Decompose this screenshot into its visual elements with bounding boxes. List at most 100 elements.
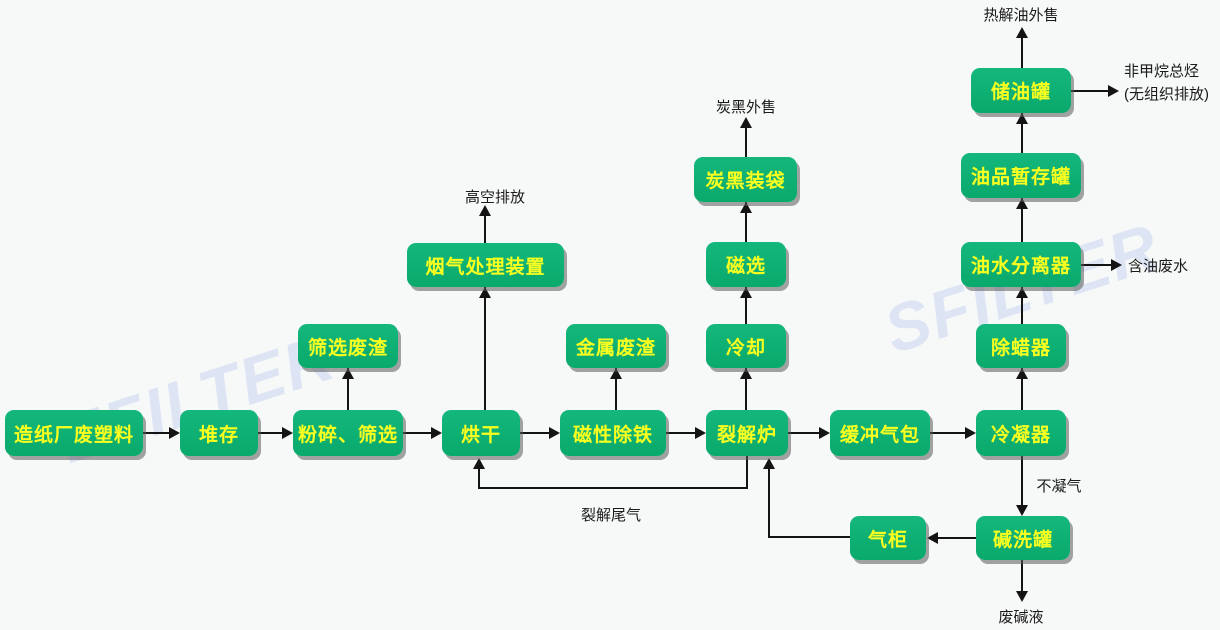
- connector-oiltank-to-oilsale: [1021, 30, 1023, 68]
- arrowhead-right-icon: [282, 427, 293, 439]
- node-drying[interactable]: 烘干: [442, 410, 520, 456]
- node-label: 碱洗罐: [992, 529, 1053, 551]
- node-gas-holder[interactable]: 气柜: [850, 516, 926, 560]
- node-pyrolysis-furnace[interactable]: 裂解炉: [706, 410, 788, 456]
- node-magnetic-deironing[interactable]: 磁性除铁: [560, 410, 666, 456]
- arrowhead-right-icon: [695, 427, 706, 439]
- connector-oilwater-to-tmptank: [1021, 198, 1023, 242]
- connector-gasholder-to-pyrolyzer-v: [768, 462, 770, 538]
- node-alkali-wash-tank[interactable]: 碱洗罐: [976, 516, 1070, 560]
- arrowhead-up-icon: [740, 202, 752, 213]
- arrowhead-up-icon: [1016, 27, 1028, 38]
- node-label: 储油罐: [990, 82, 1051, 103]
- connector-raw-to-storage: [143, 432, 169, 434]
- node-label: 气柜: [867, 529, 908, 551]
- node-label: 油品暂存罐: [970, 167, 1071, 188]
- arrowhead-up-icon: [479, 205, 491, 216]
- connector-pyrolyzer-to-buffer: [788, 432, 819, 434]
- node-carbon-black-bagging[interactable]: 炭黑装袋: [694, 157, 797, 202]
- node-buffer-gas-bag[interactable]: 缓冲气包: [830, 410, 930, 456]
- node-raw-material[interactable]: 造纸厂废塑料: [5, 410, 143, 456]
- arrowhead-right-icon: [169, 427, 180, 439]
- node-screening-slag[interactable]: 筛选废渣: [298, 324, 398, 368]
- label-nmhc-line2: (无组织排放): [1124, 86, 1209, 104]
- node-label: 磁选: [725, 256, 766, 277]
- node-label: 筛选废渣: [307, 337, 388, 359]
- node-flue-gas-treatment[interactable]: 烟气处理装置: [407, 243, 564, 287]
- arrowhead-down-icon: [1016, 591, 1028, 602]
- connector-crush-to-dry: [403, 432, 431, 434]
- label-high-altitude-emission: 高空排放: [464, 189, 525, 206]
- label-pyrolysis-tail-gas: 裂解尾气: [580, 507, 641, 524]
- node-oil-temp-tank[interactable]: 油品暂存罐: [961, 153, 1081, 198]
- connector-magsep-to-cbbag: [745, 202, 747, 242]
- node-label: 油水分离器: [970, 256, 1071, 277]
- node-magnetic-separation[interactable]: 磁选: [706, 242, 786, 287]
- arrowhead-right-icon: [1111, 259, 1122, 271]
- connector-alkaliwash-to-wastealkali: [1021, 560, 1023, 592]
- node-label: 炭黑装袋: [705, 171, 786, 192]
- connector-storage-to-crush: [258, 432, 282, 434]
- node-oil-water-separator[interactable]: 油水分离器: [961, 242, 1081, 287]
- arrowhead-right-icon: [1108, 85, 1119, 97]
- label-nmhc: 非甲烷总烃 (无组织排放): [1124, 60, 1220, 107]
- arrowhead-up-icon: [740, 287, 752, 298]
- connector-fluegas-to-highstack: [484, 210, 486, 243]
- arrowhead-left-icon: [927, 532, 938, 544]
- connector-deiron-to-pyrolyzer: [666, 432, 695, 434]
- arrowhead-up-icon: [1016, 113, 1028, 124]
- node-label: 粉碎、筛选: [297, 424, 398, 446]
- node-cooling[interactable]: 冷却: [706, 324, 786, 368]
- node-label: 金属废渣: [575, 337, 656, 359]
- connector-buffer-to-condenser: [930, 432, 965, 434]
- connector-cbbag-to-cbsale: [745, 120, 747, 157]
- label-waste-alkali-liquid: 废碱液: [998, 609, 1044, 626]
- node-label: 裂解炉: [716, 424, 777, 446]
- connector-gasholder-to-pyrolyzer-h: [768, 536, 850, 538]
- label-oily-wastewater: 含油废水: [1127, 258, 1188, 275]
- node-crush-screen[interactable]: 粉碎、筛选: [293, 410, 403, 456]
- connector-crush-to-screenslag: [347, 368, 349, 410]
- label-noncondensable-gas: 不凝气: [1036, 478, 1082, 495]
- connector-tailgas-up: [478, 462, 480, 489]
- node-label: 冷却: [725, 337, 766, 359]
- connector-dewax-to-oilwater: [1021, 287, 1023, 324]
- node-metal-slag[interactable]: 金属废渣: [566, 324, 666, 368]
- arrowhead-up-icon: [479, 287, 491, 298]
- arrowhead-up-icon: [1016, 198, 1028, 209]
- connector-dry-to-fluegas: [484, 287, 486, 410]
- node-label: 除蜡器: [990, 337, 1051, 359]
- node-label: 烘干: [460, 424, 501, 446]
- arrowhead-up-icon: [1016, 287, 1028, 298]
- connector-condenser-to-dewax: [1021, 368, 1023, 410]
- connector-tailgas-down: [746, 456, 748, 488]
- node-label: 烟气处理装置: [425, 256, 546, 278]
- arrowhead-up-icon: [473, 458, 485, 469]
- arrowhead-up-icon: [740, 117, 752, 128]
- node-label: 磁性除铁: [572, 424, 653, 446]
- connector-oilwater-to-oilywater: [1081, 264, 1111, 266]
- arrowhead-down-icon: [1016, 505, 1028, 516]
- connector-tailgas-horizontal: [478, 487, 748, 489]
- arrowhead-up-icon: [342, 368, 354, 379]
- node-condenser[interactable]: 冷凝器: [976, 410, 1066, 456]
- connector-alkaliwash-to-gasholder: [938, 537, 976, 539]
- connector-deiron-to-metalslag: [615, 368, 617, 410]
- label-nmhc-line1: 非甲烷总烃: [1124, 63, 1200, 80]
- node-dewaxer[interactable]: 除蜡器: [976, 324, 1066, 368]
- arrowhead-right-icon: [431, 427, 442, 439]
- connector-tmptank-to-oiltank: [1021, 113, 1023, 153]
- label-carbon-black-sale: 炭黑外售: [715, 99, 776, 116]
- node-oil-storage-tank[interactable]: 储油罐: [971, 68, 1071, 113]
- arrowhead-right-icon: [549, 427, 560, 439]
- node-label: 缓冲气包: [839, 424, 920, 446]
- arrowhead-up-icon: [740, 368, 752, 379]
- connector-oiltank-to-nmhc: [1071, 90, 1108, 92]
- node-label: 堆存: [198, 424, 239, 446]
- connector-dry-to-deiron: [520, 432, 549, 434]
- node-label: 冷凝器: [990, 424, 1051, 446]
- arrowhead-up-icon: [763, 458, 775, 469]
- arrowhead-right-icon: [965, 427, 976, 439]
- node-storage[interactable]: 堆存: [180, 410, 258, 456]
